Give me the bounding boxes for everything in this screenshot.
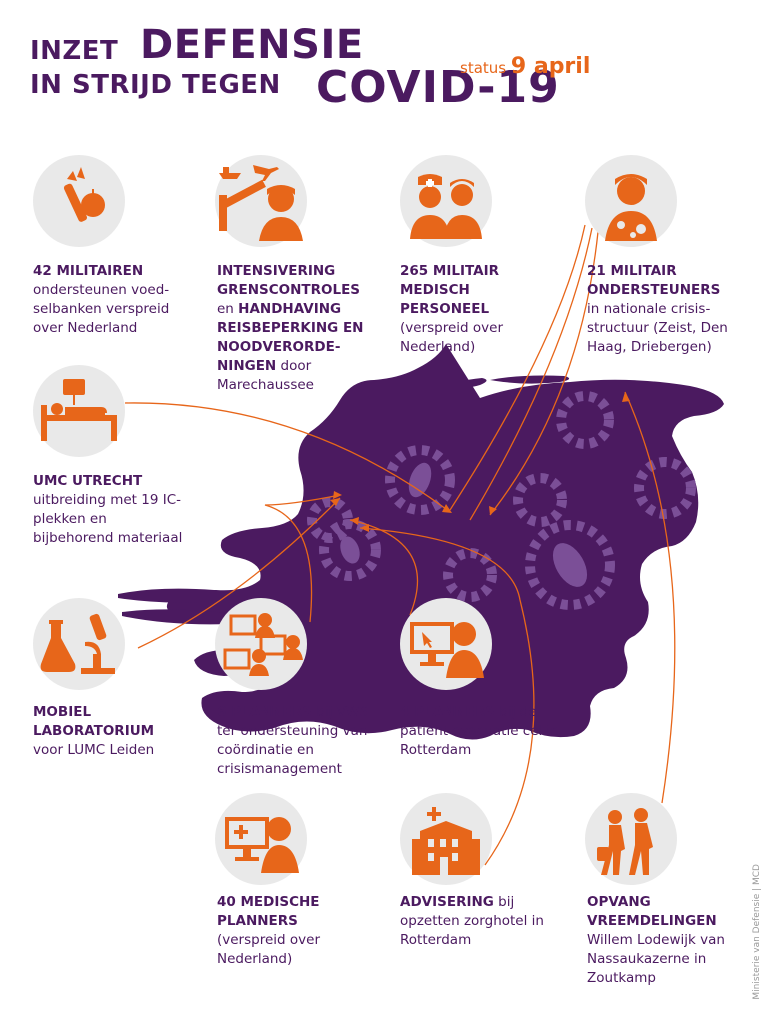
- grenscontroles-text: INTENSIVERING GRENSCONTROLES en HANDHAVI…: [217, 263, 364, 393]
- status-date: status 9 april: [460, 54, 591, 79]
- zeeland-islands: [118, 588, 239, 625]
- hotel-icon: [400, 793, 492, 885]
- vws-planners-text: 6 PLANNERS bij VWS ter ondersteuning van…: [217, 704, 368, 777]
- gear-centers: [340, 462, 588, 587]
- virus-gears: [307, 391, 696, 610]
- title-in-strijd-tegen: IN STRIJD TEGEN: [30, 70, 281, 100]
- border-control-icon: [215, 155, 307, 247]
- ondersteuners-text: 21 MILITAIR ONDERSTEUNERS in nationale c…: [587, 263, 728, 355]
- voedselbanken-text: 42 MILITAIREN ondersteunen voed-selbanke…: [33, 263, 170, 336]
- patient-evacuation-icon: [400, 598, 492, 690]
- medisch-personeel-text: 265 MILITAIR MEDISCH PERSONEEL (versprei…: [400, 263, 503, 355]
- food-icon: [33, 155, 125, 247]
- patient-evacuatie-text: 4 PLANNERS bij de patiënt evacuatie cel …: [400, 704, 559, 758]
- soldier-icon: [585, 155, 677, 247]
- hospital-bed-icon: [33, 365, 125, 457]
- umc-utrecht-text: UMC UTRECHT uitbreiding met 19 IC-plekke…: [33, 473, 183, 546]
- connector-arrowheads: [330, 392, 630, 532]
- medical-planner-icon: [215, 793, 307, 885]
- planners-icon: [215, 598, 307, 690]
- opvang-text: OPVANG VREEMDELINGEN Willem Lodewijk van…: [587, 894, 725, 986]
- title-inzet: INZET: [30, 36, 119, 66]
- medical-staff-icon: [400, 155, 492, 247]
- title-covid: COVID-19: [316, 62, 560, 113]
- page-title: INZET DEFENSIE IN STRIJD TEGEN COVID-19 …: [30, 22, 590, 113]
- connector-lines: [124, 224, 676, 866]
- refugees-icon: [585, 793, 677, 885]
- credit-text: Ministerie van Defensie | MCD: [752, 864, 762, 1000]
- title-defensie: DEFENSIE: [140, 22, 364, 68]
- laboratorium-text: MOBIEL LABORATORIUM voor LUMC Leiden: [33, 704, 155, 758]
- laboratory-icon: [33, 598, 125, 690]
- advisering-text: ADVISERING bij opzetten zorghotel in Rot…: [400, 894, 544, 948]
- medische-planners-text: 40 MEDISCHE PLANNERS (verspreid over Ned…: [217, 894, 320, 967]
